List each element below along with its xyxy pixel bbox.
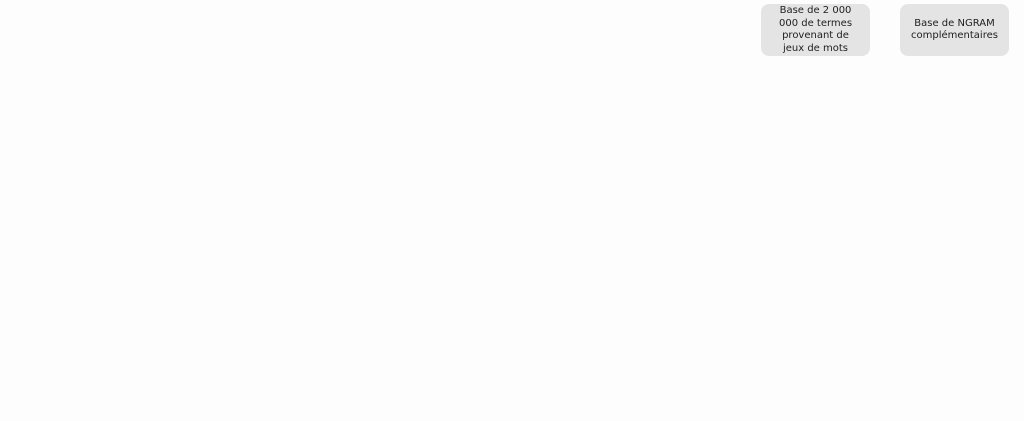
node-base-ngram-complementaires: Base de NGRAM complémentaires	[900, 4, 1009, 56]
node-base-termes-jeux-de-mots: Base de 2 000 000 de termes provenant de…	[761, 4, 870, 56]
